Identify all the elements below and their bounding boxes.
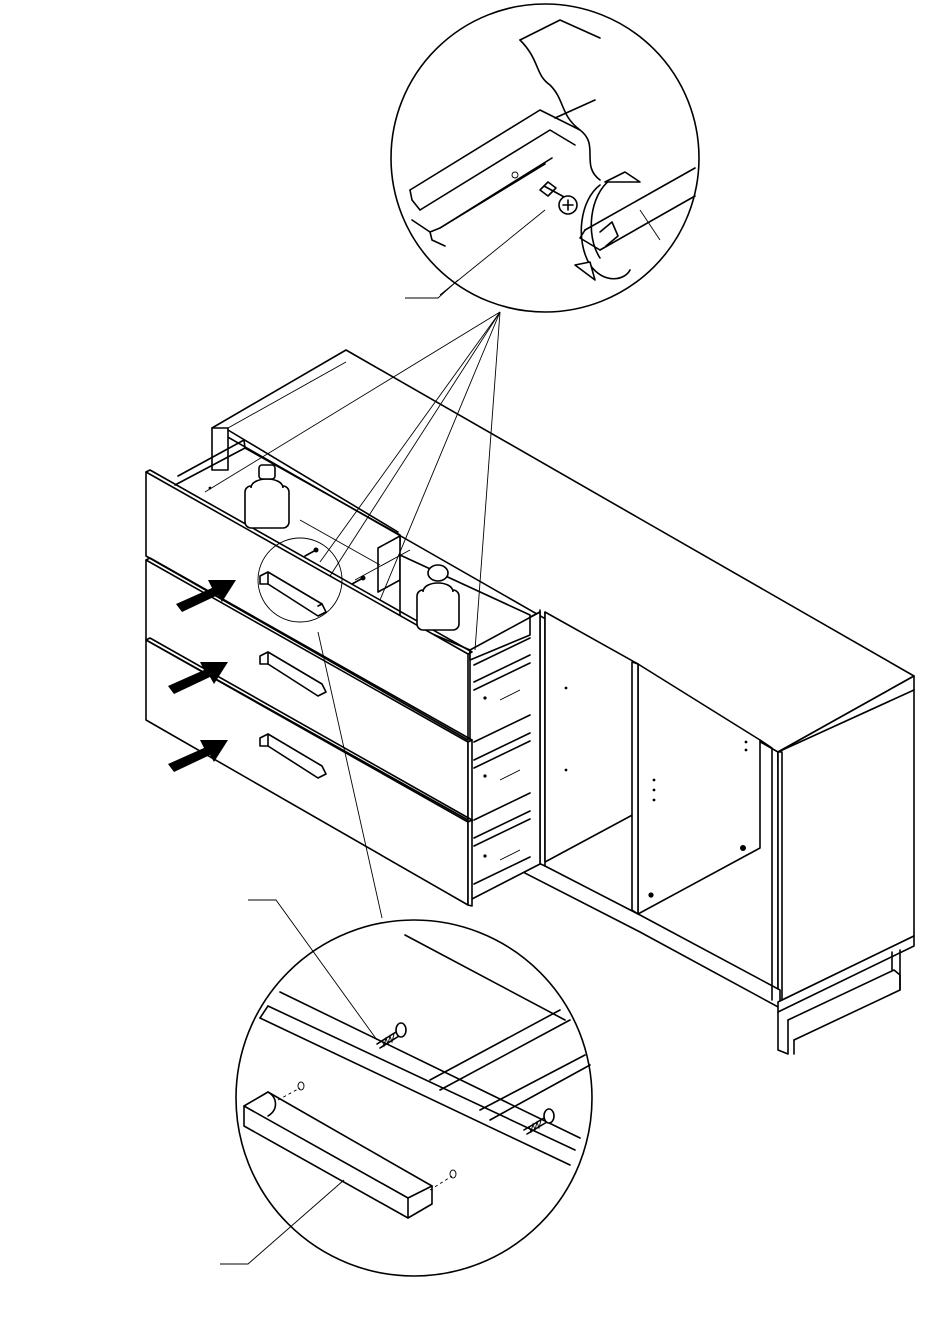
callout-line-top	[405, 280, 458, 298]
detail-view-bottom	[236, 920, 592, 1276]
cabinet-right-front	[778, 752, 782, 1004]
detail-view-top	[391, 4, 699, 312]
drawer-top-back	[378, 536, 400, 592]
weight-icon	[245, 465, 289, 528]
cabinet-door-edge	[632, 662, 638, 914]
screw-icon	[352, 576, 366, 585]
screw-icon	[305, 548, 319, 557]
